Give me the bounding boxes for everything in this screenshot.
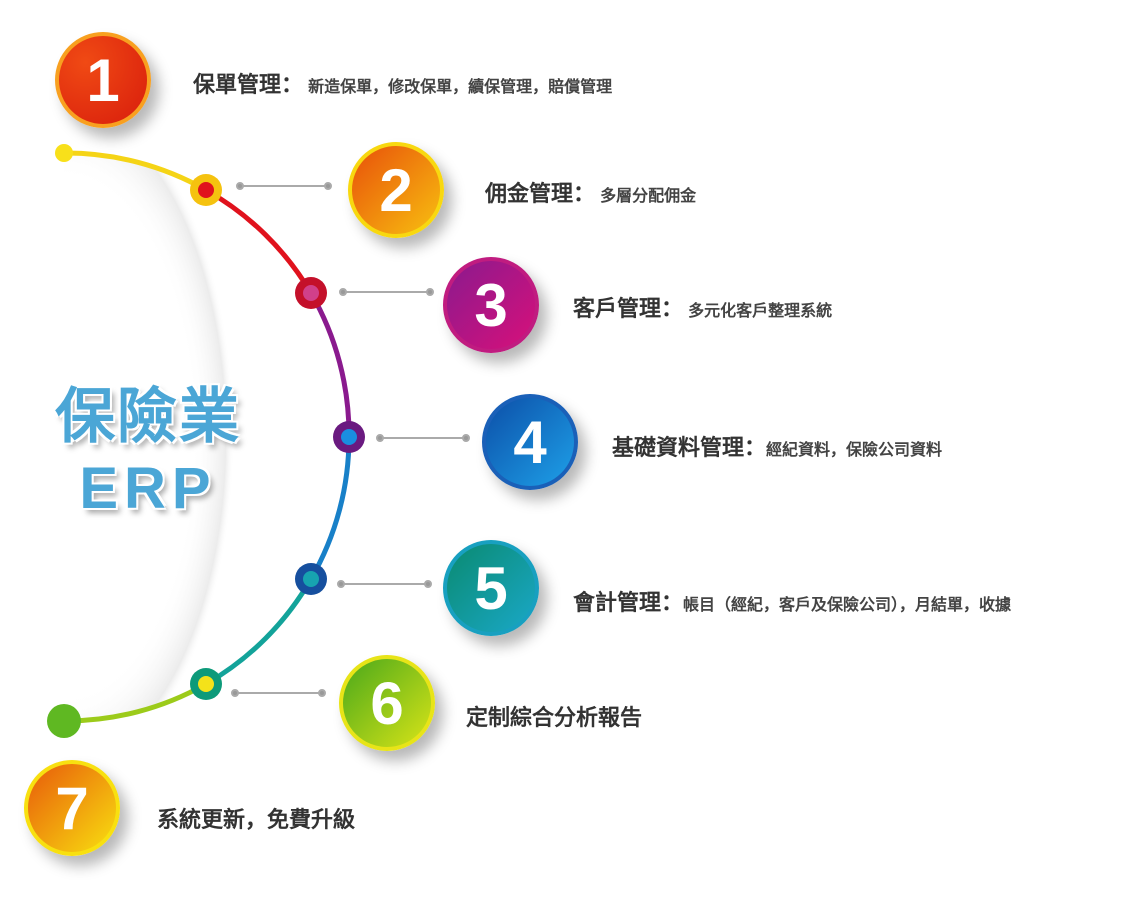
item-4: 基礎資料管理：經紀資料，保險公司資料 [612, 436, 943, 461]
badge-6: 6 [339, 655, 435, 751]
arc-start-node [55, 144, 73, 162]
badge-1: 1 [55, 32, 151, 128]
item-3: 客戶管理： 多元化客戶整理系統 [573, 297, 833, 322]
item-6: 定制綜合分析報告 [466, 706, 643, 731]
item-7: 系統更新，免費升級 [157, 808, 356, 833]
badge-5: 5 [443, 540, 539, 636]
badge-4: 4 [482, 394, 578, 490]
badge-3: 3 [443, 257, 539, 353]
item-2: 佣金管理： 多層分配佣金 [485, 182, 697, 207]
badge-7: 7 [24, 760, 120, 856]
item-5: 會計管理：帳目（經紀，客戶及保險公司），月結單，收據 [573, 591, 1012, 616]
badge-2: 2 [348, 142, 444, 238]
arc-end-node [47, 704, 81, 738]
erp-title: 保險業 ERP [55, 382, 241, 521]
item-1: 保單管理： 新造保單，修改保單，續保管理，賠償管理 [193, 73, 613, 98]
